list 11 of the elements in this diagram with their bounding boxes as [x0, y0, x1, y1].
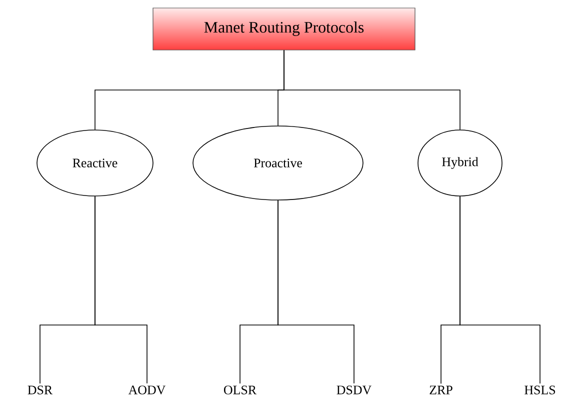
leaf-label: AODV	[128, 386, 166, 394]
connector-line	[460, 196, 540, 384]
connector-line	[284, 50, 460, 130]
leaf-label: HSLS	[524, 386, 556, 394]
leaf-label: DSR	[28, 386, 53, 394]
connector-line	[278, 200, 354, 384]
leaf-label: OLSR	[224, 386, 257, 394]
title-box: Manet Routing Protocols	[152, 8, 416, 50]
leaf-label: ZRP	[430, 386, 452, 394]
connector-line	[94, 196, 148, 384]
leaf-label: DSDV	[336, 386, 372, 394]
